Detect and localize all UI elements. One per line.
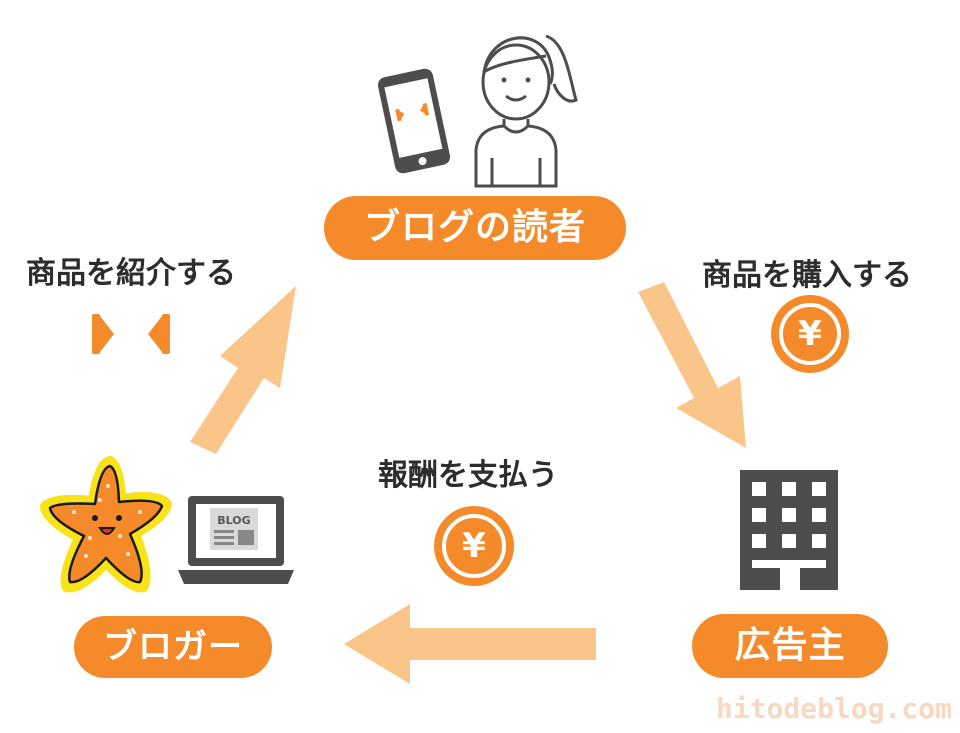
yen-symbol: ¥ (462, 526, 486, 566)
reader-label: ブログの読者 (324, 196, 626, 260)
yen-symbol: ¥ (798, 314, 822, 354)
blogger-label: ブロガー (74, 616, 272, 678)
advertiser-label: 広告主 (692, 614, 888, 678)
watermark-text: hitodeblog.com (715, 692, 952, 725)
yen-coin-icon: ¥ (433, 505, 515, 587)
office-building-icon (738, 468, 840, 592)
arrow-blogger-to-reader (180, 280, 310, 460)
introduce-product-label: 商品を紹介する (26, 256, 236, 291)
brand-mark-icon (90, 308, 172, 358)
laptop-screen-text: BLOG (217, 514, 250, 527)
starfish-mascot-icon (40, 456, 172, 598)
pay-reward-label: 報酬を支払う (378, 458, 558, 493)
yen-coin-icon: ¥ (770, 294, 850, 374)
smartphone-icon (377, 66, 451, 176)
purchase-product-label: 商品を購入する (702, 258, 912, 293)
reader-person-icon (468, 20, 578, 188)
laptop-icon: BLOG (176, 494, 296, 586)
arrow-advertiser-to-blogger (340, 604, 600, 686)
arrow-reader-to-advertiser (632, 278, 762, 450)
